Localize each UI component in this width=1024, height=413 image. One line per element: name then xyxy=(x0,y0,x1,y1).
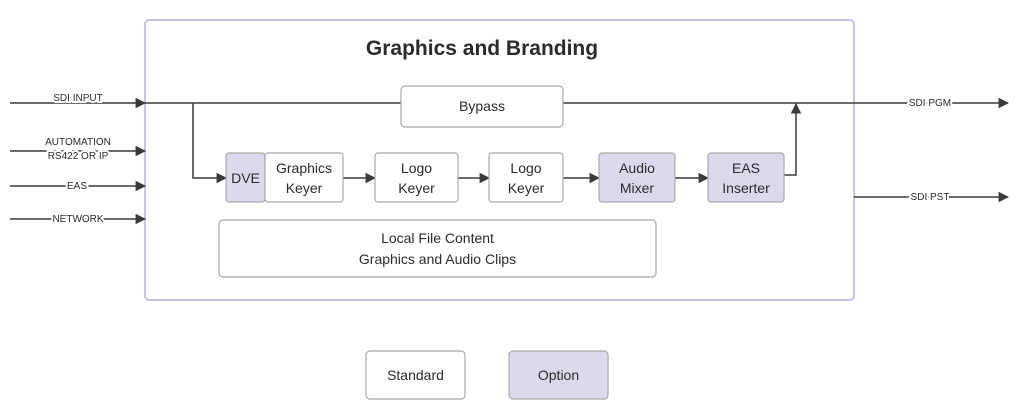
audio-mixer-block xyxy=(598,152,676,203)
logo-keyer-2-block xyxy=(488,152,564,203)
eas-inserter-label-line1: EAS xyxy=(732,160,760,176)
audio-mixer-label-line2: Mixer xyxy=(620,180,655,196)
local-file-content-block xyxy=(218,219,657,278)
logo-keyer-2-label-line2: Keyer xyxy=(508,180,545,196)
sdi-pgm-label: SDI PGM xyxy=(909,98,951,109)
logo-keyer-1-label-line2: Keyer xyxy=(398,180,435,196)
graphics-keyer-label-line1: Graphics xyxy=(276,160,332,176)
branch-to-dve-line xyxy=(192,103,228,184)
sdi-pst-label: SDI PST xyxy=(911,192,950,203)
logo-keyer-1-label-line1: Logo xyxy=(401,160,432,176)
eas-inserter-label-line2: Inserter xyxy=(722,180,770,196)
audio-mixer-label-line1: Audio xyxy=(619,160,655,176)
legend-standard-swatch xyxy=(365,350,466,400)
sdi-input-label: SDI INPUT xyxy=(53,93,102,104)
logo-keyer-2-label-line1: Logo xyxy=(510,160,541,176)
legend-standard-label: Standard xyxy=(387,367,444,383)
bypass-label: Bypass xyxy=(459,98,505,114)
dve-label: DVE xyxy=(231,170,260,186)
legend-option-label: Option xyxy=(538,367,579,383)
legend-option-swatch xyxy=(508,350,609,400)
graphics-keyer-label-line2: Keyer xyxy=(286,180,323,196)
eas-to-pgm-line xyxy=(784,102,802,176)
logo-keyer-1-block xyxy=(374,152,459,203)
network-label: NETWORK xyxy=(52,214,103,225)
automation-label-line1: AUTOMATION xyxy=(45,137,111,148)
local-content-label-line1: Local File Content xyxy=(381,230,494,246)
local-content-label-line2: Graphics and Audio Clips xyxy=(359,251,516,267)
eas-input-label: EAS xyxy=(67,181,87,192)
eas-inserter-block xyxy=(707,152,785,203)
automation-label-line2: RS422 OR IP xyxy=(48,151,109,162)
frame-title: Graphics and Branding xyxy=(366,37,598,60)
graphics-keyer-block xyxy=(264,152,344,203)
bypass-block xyxy=(400,85,564,128)
